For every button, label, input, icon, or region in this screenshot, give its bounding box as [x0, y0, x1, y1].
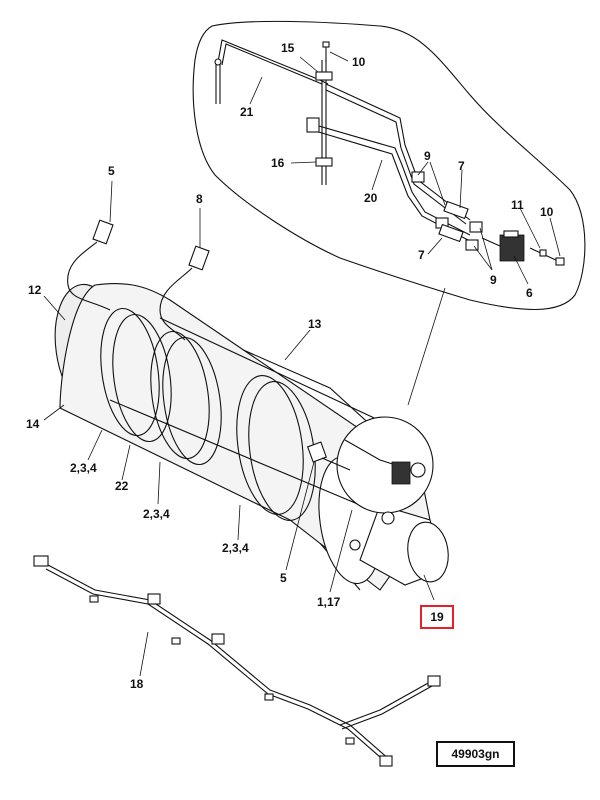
- highlighted-callout-label: 19: [430, 610, 444, 624]
- callout-12: 12: [28, 283, 42, 297]
- callout-20: 20: [364, 191, 378, 205]
- callout-9a: 9: [424, 149, 431, 163]
- callout-18: 18: [130, 677, 144, 691]
- callout-234a: 2,3,4: [70, 461, 97, 475]
- cylinder-body: [54, 282, 449, 591]
- callout-5b: 5: [280, 571, 287, 585]
- fittings-7-9: [411, 171, 483, 251]
- callout-234b: 2,3,4: [143, 507, 170, 521]
- callout-8: 8: [196, 192, 203, 206]
- callout-11: 11: [511, 198, 524, 212]
- callout-labels: 15 10 21 16 20 9 7 11 10 7 9 6 5 8 12 13…: [26, 41, 554, 691]
- bracket-15-16: [306, 41, 333, 185]
- callout-7b: 7: [418, 248, 425, 262]
- callout-22: 22: [115, 479, 129, 493]
- callout-14: 14: [26, 417, 40, 431]
- callout-16: 16: [271, 156, 285, 170]
- callout-5a: 5: [108, 164, 115, 178]
- callout-13: 13: [308, 317, 322, 331]
- highlighted-callout-19[interactable]: 19: [420, 605, 454, 629]
- callout-6: 6: [526, 286, 533, 300]
- callout-15: 15: [281, 41, 295, 55]
- callout-10b: 10: [540, 205, 554, 219]
- sensor-8: [159, 245, 210, 341]
- callout-9b: 9: [490, 273, 497, 287]
- callout-10a: 10: [352, 55, 366, 69]
- wire-harness-18: [33, 555, 441, 767]
- callout-7a: 7: [458, 159, 465, 173]
- detail-callout-bubble: [192, 20, 586, 406]
- tube-20: [311, 83, 471, 241]
- leader-lines: [43, 51, 561, 677]
- tube-21: [214, 39, 329, 104]
- zoom-detail-circle: [336, 416, 434, 551]
- sensor-6: [481, 230, 525, 262]
- figure-id-label: 49903gn: [436, 741, 515, 767]
- callout-234c: 2,3,4: [222, 541, 249, 555]
- sensor-5-top: [67, 219, 114, 311]
- screw-10-11: [529, 247, 565, 266]
- callout-117: 1,17: [317, 595, 341, 609]
- callout-21: 21: [240, 105, 254, 119]
- sensor-5-bottom: [306, 441, 351, 471]
- figure-id-text: 49903gn: [451, 747, 500, 761]
